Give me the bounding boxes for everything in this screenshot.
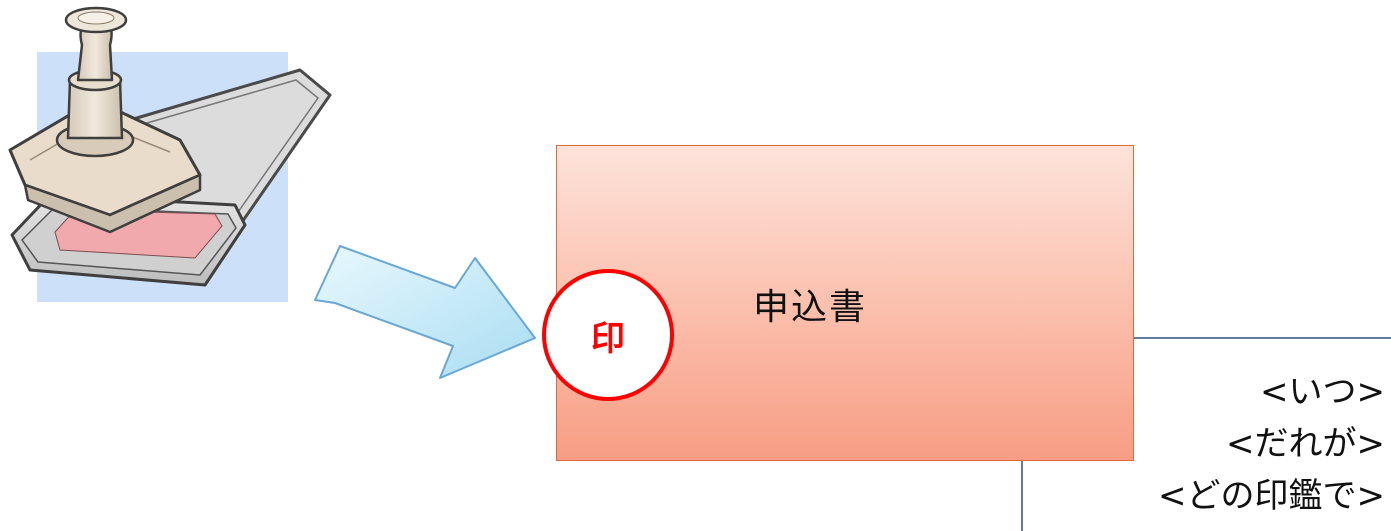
document-title: 申込書 (752, 287, 867, 328)
callout-line-which-seal: <どの印鑑で> (1158, 476, 1385, 516)
callout-line-when: <いつ> (1260, 372, 1385, 412)
seal-stamp-mark: 印 (542, 269, 674, 401)
right-arrow-icon (314, 245, 536, 379)
callout-line-who: <だれが> (1226, 424, 1385, 464)
seal-character: 印 (591, 318, 625, 359)
rubber-stamp-and-ink-pad-icon (8, 6, 332, 302)
callout-text: <いつ> <だれが> <どの印鑑で> (1025, 366, 1385, 522)
